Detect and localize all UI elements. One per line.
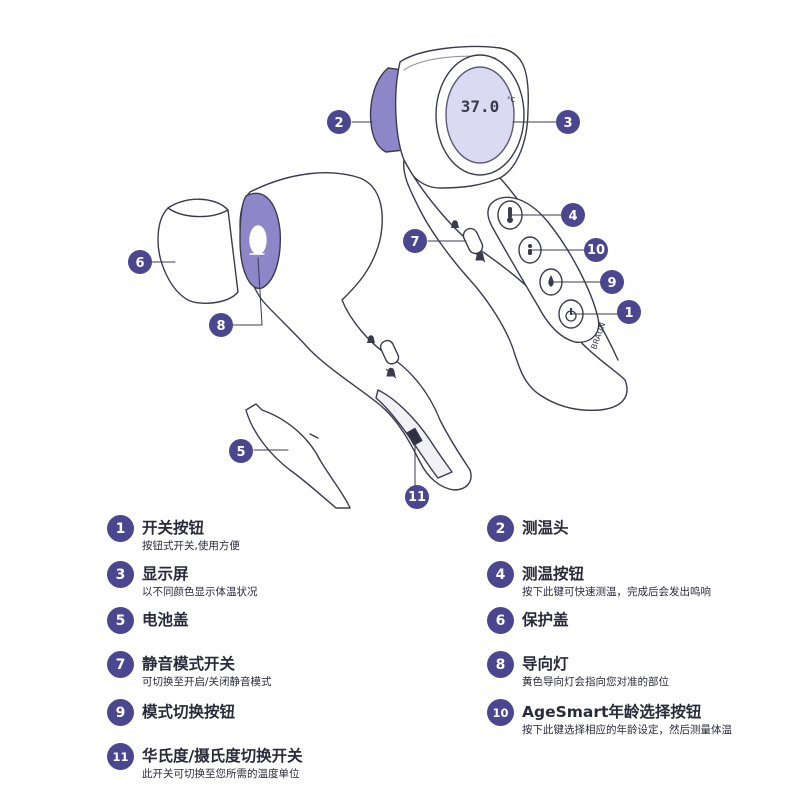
svg-text:4: 4 xyxy=(568,209,577,224)
svg-text:9: 9 xyxy=(607,276,616,291)
callout-5: 5 xyxy=(229,439,253,463)
svg-text:5: 5 xyxy=(236,445,245,460)
legend-title: AgeSmart年龄选择按钮 xyxy=(522,703,702,721)
legend-desc: 按下此键选择相应的年龄设定，然后测量体温 xyxy=(522,724,732,736)
legend-title: 保护盖 xyxy=(522,611,569,629)
legend-title: 测温头 xyxy=(522,519,569,537)
legend-badge: 3 xyxy=(107,561,134,588)
svg-text:6: 6 xyxy=(135,256,144,271)
callout-3: 3 xyxy=(556,110,580,134)
legend-badge: 8 xyxy=(487,651,514,678)
thermometer-illustration: 37.0 °C BRAUN 2 3 4 7 10 9 1 6 8 5 11 xyxy=(128,45,641,509)
protective-cap xyxy=(157,198,239,304)
callout-1: 1 xyxy=(617,300,641,324)
bell-icon xyxy=(451,220,459,228)
leader-lines xyxy=(151,121,621,491)
legend-badge: 1 xyxy=(107,515,134,542)
legend-title: 显示屏 xyxy=(142,565,189,583)
muted-bell-icon xyxy=(474,251,486,263)
callout-7: 7 xyxy=(403,229,427,253)
thermometer-icon xyxy=(508,207,512,218)
age-icon xyxy=(528,244,532,248)
mute-switch-side[interactable] xyxy=(379,339,401,366)
legend-desc: 按下此键可快速测温，完成后会发出鸣响 xyxy=(522,586,711,598)
callout-4: 4 xyxy=(561,203,585,227)
legend-title: 华氏度/摄氏度切换开关 xyxy=(142,747,303,765)
drop-icon xyxy=(548,275,554,287)
legend-title: 模式切换按钮 xyxy=(142,703,236,721)
legend-desc: 以不同颜色显示体温状况 xyxy=(142,586,258,598)
callout-badges: 2 3 4 7 10 9 1 6 8 5 11 xyxy=(128,110,641,509)
svg-text:2: 2 xyxy=(334,116,343,131)
thermometer-back-view xyxy=(239,172,472,491)
svg-text:3: 3 xyxy=(563,116,572,131)
bell-icon-side xyxy=(367,335,375,343)
legend-badge: 7 xyxy=(107,651,134,678)
legend-desc: 此开关可切换至您所需的温度单位 xyxy=(142,768,300,780)
muted-bell-icon-side xyxy=(385,367,397,379)
legend-badge: 5 xyxy=(107,607,134,634)
legend-desc: 可切换至开启/关闭静音模式 xyxy=(142,676,272,688)
legend-badge: 11 xyxy=(107,743,134,770)
callout-6: 6 xyxy=(128,250,152,274)
battery-cover xyxy=(245,403,351,509)
legend-title: 电池盖 xyxy=(142,611,189,629)
legend-desc: 按钮式开关,使用方便 xyxy=(142,540,240,552)
svg-text:1: 1 xyxy=(624,306,633,321)
legend-badge: 9 xyxy=(107,699,134,726)
callout-11: 11 xyxy=(405,485,429,509)
svg-text:8: 8 xyxy=(216,319,225,334)
callout-10: 10 xyxy=(584,238,608,262)
legend-badge: 6 xyxy=(487,607,514,634)
callout-9: 9 xyxy=(600,270,624,294)
svg-text:7: 7 xyxy=(410,235,419,250)
display-screen xyxy=(445,66,515,164)
legend-desc: 黄色导向灯会指向您对准的部位 xyxy=(522,676,669,688)
legend-title: 测温按钮 xyxy=(522,565,585,583)
legend-title: 开关按钮 xyxy=(142,519,205,537)
legend-badge: 10 xyxy=(487,699,514,726)
unit-switch[interactable] xyxy=(406,427,423,446)
legend-badge: 4 xyxy=(487,561,514,588)
callout-2: 2 xyxy=(327,110,351,134)
svg-text:11: 11 xyxy=(408,490,426,505)
display-reading: 37.0 xyxy=(461,97,500,116)
thermometer-front-view xyxy=(369,45,628,412)
callout-8: 8 xyxy=(209,313,233,337)
display-unit: °C xyxy=(507,96,516,104)
legend: 1 开关按钮 按钮式开关,使用方便 2 测温头 3 显示屏 以不同颜色显示体温状… xyxy=(0,505,800,800)
legend-badge: 2 xyxy=(487,515,514,542)
svg-text:10: 10 xyxy=(587,243,605,258)
legend-title: 导向灯 xyxy=(522,655,569,673)
legend-title: 静音模式开关 xyxy=(142,655,236,673)
